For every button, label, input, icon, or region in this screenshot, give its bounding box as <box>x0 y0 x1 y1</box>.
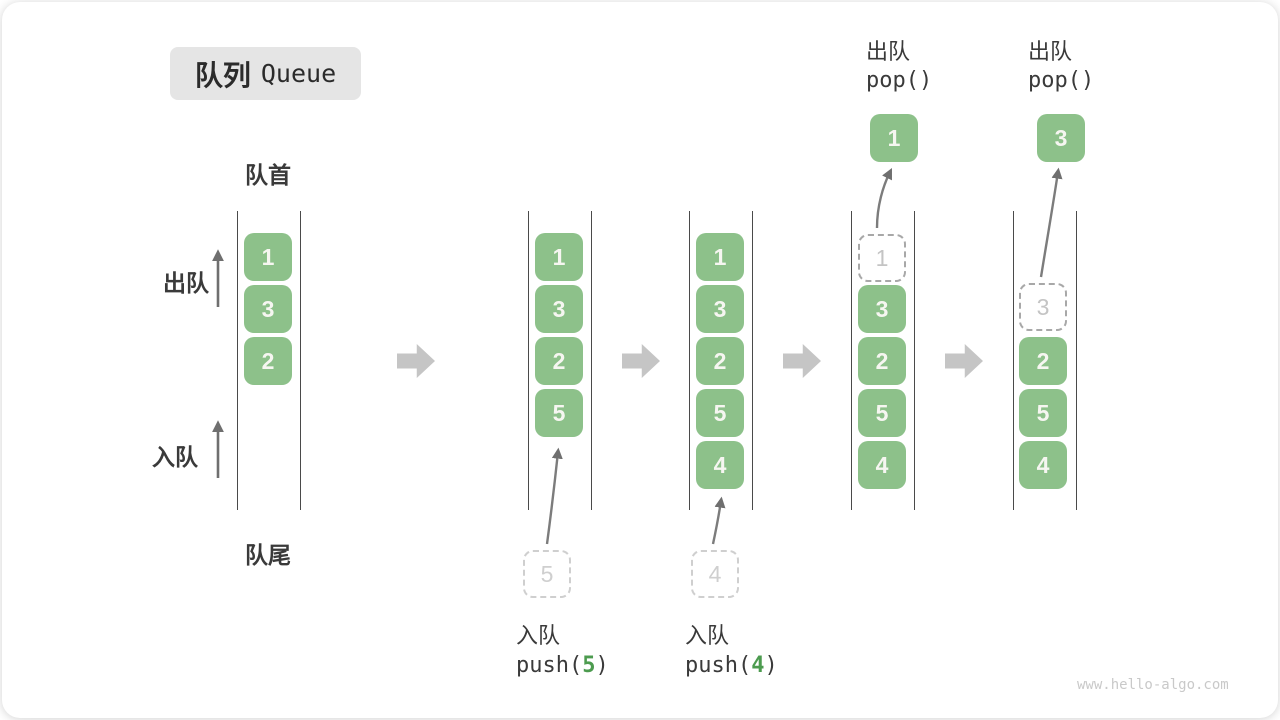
op-dequeue-code: pop() <box>866 68 932 93</box>
code-pre: push( <box>685 653 752 678</box>
queue-cell: 3 <box>696 285 744 333</box>
title-box: 队列 Queue <box>170 47 361 100</box>
op-dequeue-code: pop() <box>1028 68 1094 93</box>
queue-cell: 2 <box>696 337 744 385</box>
title-zh: 队列 <box>194 59 251 91</box>
queue-cell: 2 <box>244 337 292 385</box>
popped-cell: 3 <box>1037 114 1085 162</box>
code: pop() <box>866 68 933 93</box>
title-en: Queue <box>260 59 337 88</box>
op-enqueue-code: push(5) <box>516 653 609 678</box>
queue-channel-3 <box>689 211 753 510</box>
label-enqueue-side: 入队 <box>152 444 198 470</box>
queue-cell: 2 <box>858 337 906 385</box>
code: pop() <box>1028 68 1095 93</box>
queue-cell: 3 <box>535 285 583 333</box>
op-enqueue-code: push(4) <box>685 653 778 678</box>
op-dequeue-label: 出队 <box>1028 39 1073 64</box>
ghost-cell: 1 <box>858 234 906 282</box>
queue-channel-1 <box>237 211 301 510</box>
queue-channel-2 <box>528 211 592 510</box>
staged-cell: 5 <box>523 550 571 598</box>
op-enqueue-label: 入队 <box>516 623 561 648</box>
label-dequeue-side: 出队 <box>163 270 209 296</box>
ghost-cell: 3 <box>1019 283 1067 331</box>
code-arg: 5 <box>582 653 596 678</box>
queue-cell: 2 <box>535 337 583 385</box>
popped-cell: 1 <box>870 114 918 162</box>
queue-cell: 1 <box>696 233 744 281</box>
staged-cell: 4 <box>691 550 739 598</box>
queue-cell: 5 <box>1019 389 1067 437</box>
queue-cell: 2 <box>1019 337 1067 385</box>
queue-cell: 4 <box>1019 441 1067 489</box>
code-arg: 4 <box>751 653 765 678</box>
label-queue-rear: 队尾 <box>245 542 291 568</box>
queue-cell: 4 <box>858 441 906 489</box>
queue-cell: 5 <box>535 389 583 437</box>
code-post: ) <box>764 653 778 678</box>
queue-cell: 3 <box>858 285 906 333</box>
queue-cell: 4 <box>696 441 744 489</box>
label-queue-front: 队首 <box>245 162 291 188</box>
queue-cell: 1 <box>535 233 583 281</box>
code-post: ) <box>595 653 609 678</box>
watermark: www.hello-algo.com <box>1077 677 1229 693</box>
queue-channel-4 <box>851 211 915 510</box>
queue-channel-5 <box>1013 211 1077 510</box>
op-dequeue-label: 出队 <box>866 39 911 64</box>
queue-cell: 5 <box>858 389 906 437</box>
op-enqueue-label: 入队 <box>685 623 730 648</box>
queue-cell: 3 <box>244 285 292 333</box>
queue-cell: 5 <box>696 389 744 437</box>
code-pre: push( <box>516 653 583 678</box>
queue-cell: 1 <box>244 233 292 281</box>
